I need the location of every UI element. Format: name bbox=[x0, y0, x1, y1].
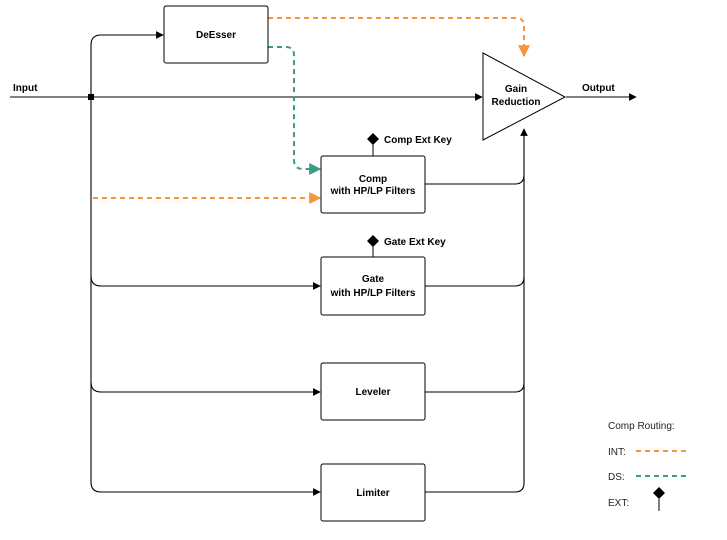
comp-label-line2: with HP/LP Filters bbox=[330, 186, 416, 197]
int-route-deesser-to-gain bbox=[268, 17, 530, 58]
limiter-box bbox=[320, 463, 426, 522]
comp-ext-key-label: Comp Ext Key bbox=[384, 135, 452, 146]
legend-ext-label: EXT: bbox=[608, 498, 629, 509]
gain-label-line1: Gain bbox=[505, 84, 527, 95]
legend-ds-label: DS: bbox=[608, 472, 625, 483]
gate-return-line bbox=[425, 276, 525, 287]
legend: Comp Routing: INT: DS: EXT: bbox=[608, 421, 686, 511]
limiter-return-line bbox=[425, 482, 525, 493]
gate-box bbox=[320, 256, 426, 316]
gate-label-line2: with HP/LP Filters bbox=[330, 288, 416, 299]
comp-return-line bbox=[425, 174, 525, 185]
comp-box bbox=[320, 155, 426, 214]
deesser-box bbox=[163, 5, 269, 64]
to-gate-line bbox=[90, 275, 321, 290]
leveler-box bbox=[320, 362, 426, 421]
left-bus bbox=[90, 31, 164, 46]
to-limiter-line bbox=[90, 481, 321, 496]
gain-label-line2: Reduction bbox=[492, 97, 541, 108]
leveler-label: Leveler bbox=[355, 387, 390, 398]
comp-key-diamond-icon bbox=[367, 133, 379, 145]
input-label: Input bbox=[13, 83, 38, 94]
deesser-label: DeEsser bbox=[196, 30, 236, 41]
legend-ext-diamond-icon bbox=[653, 487, 665, 499]
limiter-label: Limiter bbox=[356, 488, 389, 499]
gate-ext-key-label: Gate Ext Key bbox=[384, 237, 446, 248]
output-label: Output bbox=[582, 83, 615, 94]
gate-label-line1: Gate bbox=[362, 274, 385, 285]
legend-int-label: INT: bbox=[608, 447, 626, 458]
leveler-return-line bbox=[425, 382, 525, 393]
ds-route-deesser-to-comp bbox=[268, 46, 322, 175]
to-leveler-line bbox=[90, 381, 321, 396]
legend-title: Comp Routing: bbox=[608, 421, 675, 432]
gain-reduction-triangle bbox=[482, 52, 567, 141]
comp-label-line1: Comp bbox=[359, 174, 387, 185]
gate-key-diamond-icon bbox=[367, 235, 379, 247]
